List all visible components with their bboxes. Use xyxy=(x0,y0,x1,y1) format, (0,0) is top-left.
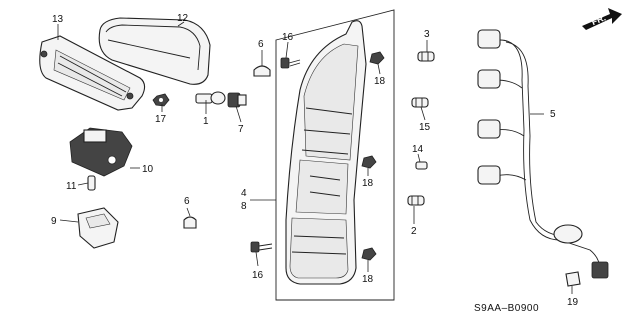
license-lens xyxy=(77,207,119,249)
callout-3: 3 xyxy=(424,29,430,40)
wire-harness xyxy=(477,29,609,279)
clip-lower xyxy=(183,216,197,229)
callout-6-upper: 6 xyxy=(258,39,264,50)
callout-6-lower: 6 xyxy=(184,196,190,207)
callout-17: 17 xyxy=(155,114,167,125)
front-direction-arrow: FR. xyxy=(582,8,622,30)
high-mount-stop-lamp-housing xyxy=(98,17,211,85)
callout-8: 8 xyxy=(241,201,247,212)
callout-19: 19 xyxy=(567,297,579,308)
diagram-code: S9AA–B0900 xyxy=(474,303,539,314)
tail-lamp xyxy=(285,20,367,285)
callout-11: 11 xyxy=(66,181,77,192)
callout-16-upper: 16 xyxy=(282,32,294,43)
screw-upper xyxy=(280,57,301,69)
lens-assembly xyxy=(39,35,146,111)
callout-18-middle: 18 xyxy=(362,178,374,189)
callout-13: 13 xyxy=(52,14,64,25)
callout-9: 9 xyxy=(51,216,57,227)
callout-2: 2 xyxy=(411,226,417,237)
clip-18-top xyxy=(369,51,385,65)
nut xyxy=(152,93,170,107)
callout-10: 10 xyxy=(142,164,154,175)
screw-lower xyxy=(250,241,273,253)
direction-label: FR. xyxy=(590,13,607,28)
leader-lines xyxy=(57,21,573,294)
callout-1: 1 xyxy=(203,116,209,127)
tail-lamp-assembly-frame xyxy=(275,9,395,301)
callout-4: 4 xyxy=(241,188,247,199)
bulb xyxy=(195,91,226,105)
callout-numbers: 13 12 1 7 17 10 11 9 6 6 16 4 8 16 18 18… xyxy=(51,13,579,308)
callout-14: 14 xyxy=(412,144,424,155)
callout-12: 12 xyxy=(177,13,189,24)
clip-18-middle xyxy=(361,155,377,169)
license-light-body xyxy=(69,127,133,177)
callout-18-top: 18 xyxy=(374,76,386,87)
callout-15: 15 xyxy=(419,122,431,133)
small-bulb xyxy=(87,175,96,191)
callout-5: 5 xyxy=(550,109,556,120)
clip-18-bottom xyxy=(361,247,377,261)
bulb-15 xyxy=(411,97,429,108)
bulb-14 xyxy=(415,161,428,170)
callout-18-bottom: 18 xyxy=(362,274,374,285)
bulb-2 xyxy=(407,195,425,206)
callout-16-lower: 16 xyxy=(252,270,264,281)
bulb-3 xyxy=(417,51,435,62)
clip-19 xyxy=(565,271,581,287)
callout-7: 7 xyxy=(238,124,244,135)
clip-upper xyxy=(253,65,271,77)
socket xyxy=(227,92,247,108)
